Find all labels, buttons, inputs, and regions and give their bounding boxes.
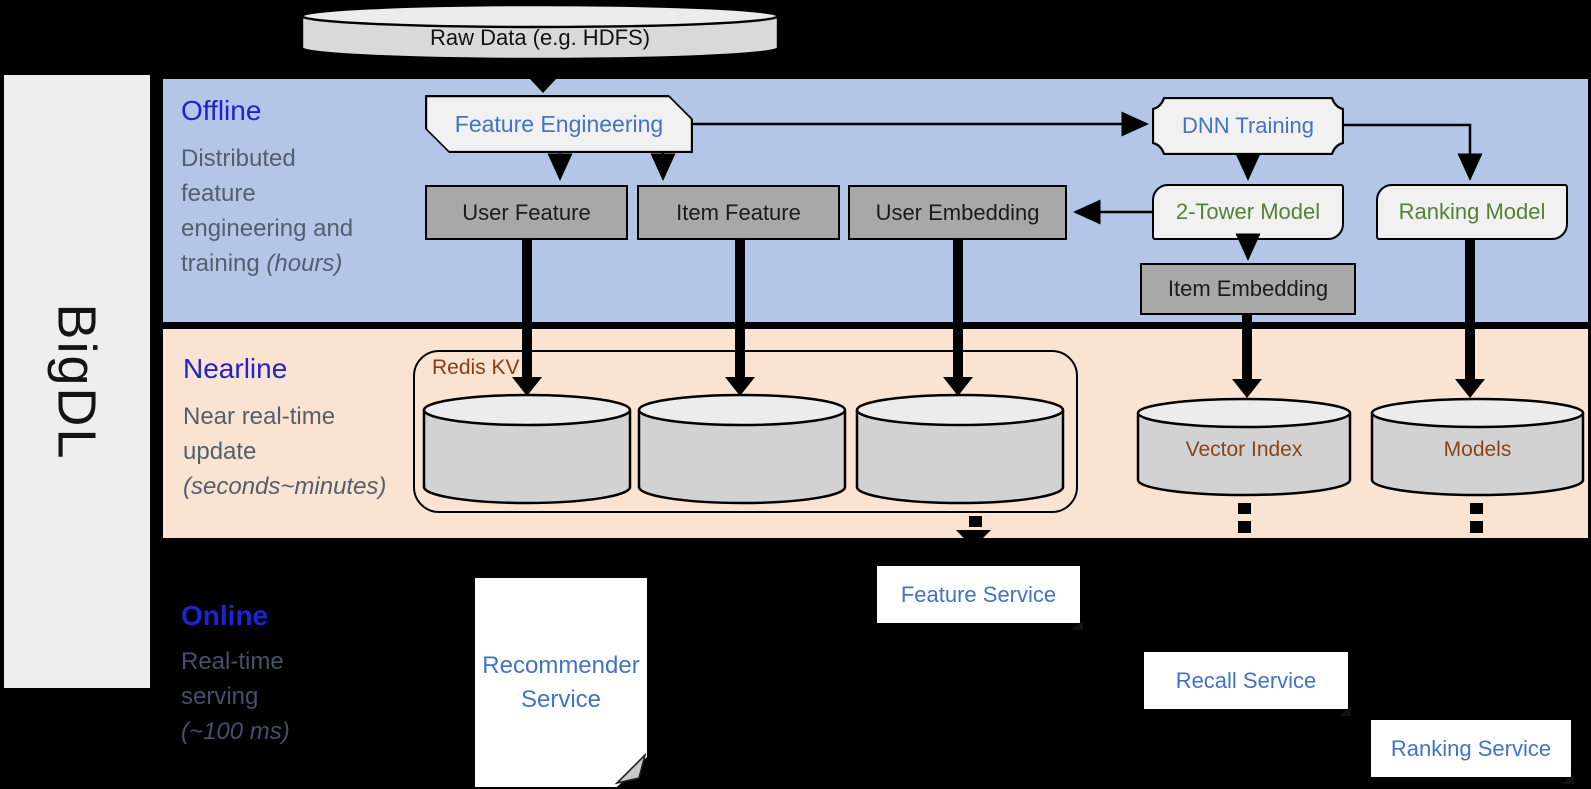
- user-embedding-label: User Embedding: [875, 199, 1040, 225]
- online-lane-description: Real-time serving (~100 ms): [181, 644, 290, 749]
- ranking-model-label: Ranking Model: [1398, 199, 1546, 224]
- nearline-lane-title: Nearline: [183, 353, 288, 384]
- offline-desc-line3: engineering and: [181, 215, 354, 242]
- user-embedding-node: User Embedding: [848, 185, 1067, 240]
- ranking-service-label: Ranking Service: [1390, 735, 1552, 761]
- recommender-service-label-line2: Service: [520, 685, 602, 713]
- nearline-desc-note: (seconds~minutes): [183, 473, 387, 500]
- redis-kv-label: Redis KV: [432, 356, 520, 379]
- ranking-service-node: Ranking Service: [1371, 720, 1574, 784]
- vector-index-label: Vector Index: [1185, 438, 1303, 461]
- user-feature-label: User Feature: [462, 199, 591, 225]
- cylinder-shape-icon: [300, 3, 780, 61]
- cylinder-shape-icon: [855, 393, 1065, 505]
- offline-lane-title: Offline: [181, 95, 262, 126]
- cylinder-shape-icon: [1136, 397, 1352, 497]
- vector-index-cylinder: Vector Index: [1136, 396, 1352, 498]
- recommender-service-label-line1: Recommender: [482, 651, 640, 679]
- item-embedding-label: Item Embedding: [1167, 276, 1329, 301]
- cylinder-shape-icon: [1370, 397, 1585, 497]
- redis-kv-group: [413, 350, 1078, 513]
- dnn-training-label: DNN Training: [1181, 113, 1315, 138]
- recall-service-node: Recall Service: [1144, 652, 1351, 716]
- bigdl-brand-label: BigDL: [47, 302, 108, 461]
- user-feature-node: User Feature: [425, 185, 628, 240]
- models-label: Models: [1443, 438, 1512, 461]
- online-lane-title: Online: [181, 600, 269, 631]
- recall-service-label: Recall Service: [1175, 667, 1317, 693]
- feature-engineering-node: Feature Engineering: [425, 95, 693, 153]
- models-cylinder: Models: [1370, 396, 1585, 498]
- plaque-shape-icon: [1152, 97, 1344, 155]
- nearline-desc-line1: Near real-time: [183, 403, 336, 430]
- offline-desc-line4: training (hours): [181, 246, 353, 281]
- offline-desc-line1: Distributed: [181, 145, 296, 172]
- two-tower-model-node: 2-Tower Model: [1152, 184, 1344, 240]
- item-embedding-node: Item Embedding: [1140, 263, 1356, 315]
- redis-shard-cylinder-2: [637, 392, 847, 506]
- online-desc-note: (~100 ms): [181, 718, 290, 745]
- page-fold-icon: [1071, 620, 1083, 630]
- redis-shard-cylinder-1: [422, 392, 632, 506]
- nearline-desc-line2: update: [183, 438, 257, 465]
- feature-engineering-label: Feature Engineering: [427, 97, 691, 151]
- raw-data-label: Raw Data (e.g. HDFS): [429, 25, 651, 50]
- offline-desc-line2: feature: [181, 180, 256, 207]
- offline-desc-note: (hours): [266, 250, 343, 277]
- item-feature-label: Item Feature: [676, 199, 801, 225]
- item-feature-node: Item Feature: [637, 185, 840, 240]
- online-desc-line2: serving: [181, 683, 259, 710]
- offline-desc-tail: training: [181, 250, 260, 277]
- recommender-service-node: Recommender Service: [475, 578, 647, 787]
- offline-lane-description: Distributed feature engineering and trai…: [181, 141, 353, 281]
- two-tower-model-label: 2-Tower Model: [1175, 199, 1321, 224]
- page-fold-icon: [1562, 774, 1574, 784]
- raw-data-cylinder: Raw Data (e.g. HDFS): [300, 3, 780, 63]
- nearline-lane-description: Near real-time update (seconds~minutes): [183, 399, 386, 504]
- feature-service-node: Feature Service: [877, 566, 1083, 630]
- page-fold-icon: [1339, 706, 1351, 716]
- ranking-model-node: Ranking Model: [1376, 184, 1568, 240]
- cylinder-shape-icon: [637, 393, 847, 505]
- dnn-training-node: DNN Training: [1152, 97, 1344, 155]
- redis-shard-cylinder-3: [855, 392, 1065, 506]
- bigdl-sidebar: BigDL: [4, 75, 150, 688]
- feature-service-label: Feature Service: [900, 581, 1057, 607]
- online-desc-line1: Real-time: [181, 648, 284, 675]
- page-fold-icon: [614, 753, 647, 785]
- cylinder-shape-icon: [422, 393, 632, 505]
